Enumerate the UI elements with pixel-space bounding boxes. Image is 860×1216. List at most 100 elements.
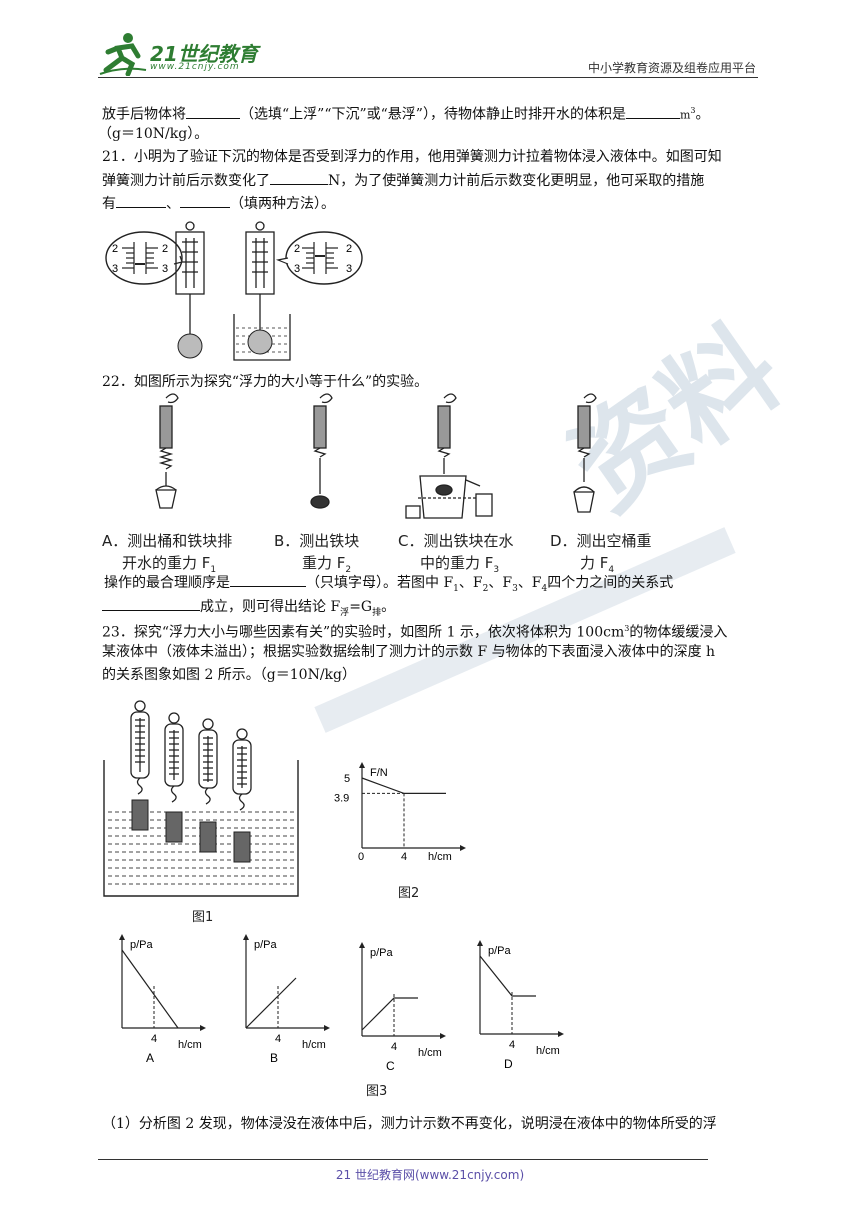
text: =G (349, 599, 373, 615)
series-line (361, 777, 446, 794)
q21-line1: 21．小明为了验证下沉的物体是否受到浮力的作用，他用弹簧测力计拉着物体浸入液体中… (102, 149, 722, 165)
weight-block (199, 821, 217, 853)
scale-label-2: 2 (162, 243, 168, 255)
unit-exponent: 3 (690, 106, 696, 115)
scale-ring (134, 700, 146, 712)
answer-blank[interactable] (186, 104, 240, 119)
scale-label-2: 2 (294, 243, 300, 255)
subscript: 2 (482, 583, 489, 594)
scale-label-2: 2 (346, 243, 352, 255)
x-tick-label: 4 (391, 1041, 397, 1053)
scale-hook (238, 793, 245, 811)
x-axis-label: h/cm (302, 1039, 326, 1051)
subscript: 1 (210, 565, 217, 575)
series-path (361, 777, 446, 794)
x-axis-label: h/cm (178, 1039, 202, 1051)
answer-blank[interactable] (230, 572, 306, 587)
series-line (361, 997, 418, 1031)
text: 四个力之间的关系式 (547, 575, 674, 591)
answer-blank[interactable] (270, 170, 328, 185)
scale-d (573, 393, 597, 513)
y-axis-label: p/Pa (130, 939, 154, 951)
header-divider (98, 77, 758, 78)
fig2-chart: F/N h/cm 0 4 5 3.9 (334, 762, 466, 863)
q22-line3: 成立，则可得出结论 F浮=G排。 (102, 596, 395, 623)
scale-label-3: 3 (162, 263, 168, 275)
answer-blank[interactable] (116, 193, 166, 208)
text: 重力 F (302, 554, 346, 572)
text: 中的重力 F (420, 554, 494, 572)
x-axis-label: h/cm (428, 851, 452, 863)
fig3-label: 图3 (366, 1084, 388, 1099)
scale-label-2: 2 (112, 243, 118, 255)
y-axis-arrow (243, 934, 249, 940)
y-tick-label: 5 (344, 773, 350, 785)
runner-logo-icon (99, 33, 147, 77)
scale-hook (204, 787, 211, 805)
text: 23．探究“浮力大小与哪些因素有关”的实验时，如图所 1 示，依次将体积为 10… (102, 624, 625, 641)
caption-c: C．测出铁块在水 中的重力 F3 (398, 530, 513, 581)
text: 、F (517, 575, 542, 591)
y-axis-label: F/N (370, 767, 388, 779)
text: 有 (102, 196, 116, 212)
series-line (121, 949, 179, 1029)
caption-line: A．测出桶和铁块排 (102, 532, 233, 550)
q21-line3: 有、（填两种方法）。 (102, 193, 335, 214)
subscript: 浮 (340, 607, 350, 618)
caption-a: A．测出桶和铁块排 开水的重力 F1 (102, 530, 232, 581)
scale-label-3: 3 (112, 263, 118, 275)
y-axis-label: p/Pa (254, 939, 278, 951)
text: （只填字母）。若图中 F (306, 575, 454, 591)
answer-blank[interactable] (180, 193, 230, 208)
answer-blank[interactable] (102, 596, 200, 611)
superscript: 3 (624, 624, 630, 633)
text: 。 (695, 106, 710, 123)
q23-line2: 某液体中（液体未溢出）；根据实验数据绘制了测力计的示数 F 与物体的下表面浸入液… (102, 644, 716, 660)
watermark-arc (314, 527, 736, 733)
text: 、F (458, 575, 483, 591)
y-axis-arrow (359, 762, 365, 768)
logo-url: www.21cnjy.com (150, 62, 240, 72)
spring-scales (130, 700, 252, 863)
platform-title: 中小学教育资源及组卷应用平台 (587, 61, 756, 75)
q23-line1: 23．探究“浮力大小与哪些因素有关”的实验时，如图所 1 示，依次将体积为 10… (102, 619, 727, 643)
x-axis-arrow (200, 1025, 206, 1031)
scale-a (155, 393, 179, 509)
text: 操作的最合理顺序是 (104, 575, 230, 591)
logo-text: 21世纪教育 (150, 42, 258, 66)
subscript: 3 (493, 565, 500, 575)
text: 力 F (580, 554, 609, 572)
subscript: 4 (541, 583, 548, 594)
container (103, 760, 299, 897)
q23-sub1: （1）分析图 2 发现，物体浸没在液体中后，测力计示数不再变化，说明浸在液体中的… (102, 1116, 717, 1132)
q22-line1: 22．如图所示为探究“浮力的大小等于什么”的实验。 (102, 374, 429, 390)
text: 开水的重力 F (122, 554, 211, 572)
y-tick-label: 3.9 (334, 792, 349, 804)
x-tick-label: 4 (509, 1039, 515, 1051)
series-line (245, 977, 297, 1029)
x-axis-label: h/cm (536, 1045, 560, 1057)
origin-label: 0 (358, 851, 364, 863)
footer-divider (98, 1159, 708, 1160)
y-axis-arrow (477, 940, 483, 946)
weight-block (233, 831, 251, 863)
x-tick-label: 4 (275, 1033, 281, 1045)
fig2-label: 图2 (398, 886, 420, 901)
x-tick-label: 4 (401, 851, 407, 863)
text: 。 (381, 599, 396, 615)
answer-blank[interactable] (625, 104, 680, 119)
x-axis-arrow (460, 845, 466, 851)
spring-scale (232, 728, 252, 811)
scale-label-3: 3 (346, 263, 352, 275)
x-axis-label: h/cm (418, 1047, 442, 1059)
q22-line2: 操作的最合理顺序是（只填字母）。若图中 F1、F2、F3、F4四个力之间的关系式 (104, 572, 673, 599)
weight-ball (177, 333, 203, 359)
text: （选填“上浮”“下沉”或“悬浮”），待物体静止时排开水的体积是 (240, 106, 626, 123)
option-label: C (386, 1059, 395, 1070)
